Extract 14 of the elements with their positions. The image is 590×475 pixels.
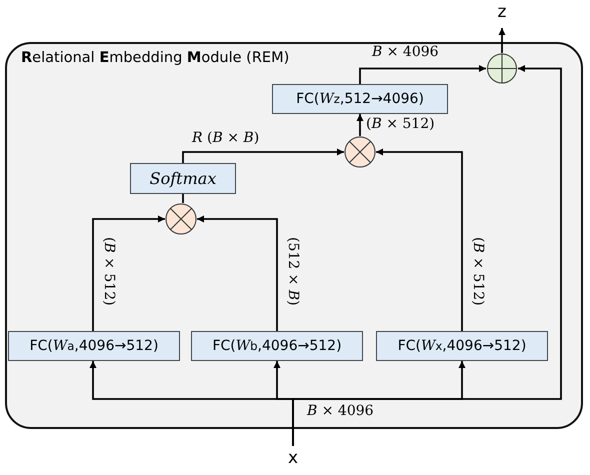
- arrow: [197, 216, 278, 331]
- module-title: Relational Embedding Module (REM): [21, 50, 290, 66]
- arrow: [92, 216, 165, 331]
- module-panel: [5, 42, 583, 429]
- edge-label: R (B × B): [190, 130, 262, 146]
- output-label: z: [493, 0, 511, 24]
- arrow: [376, 148, 463, 331]
- softmax-layer: Softmax: [130, 163, 236, 194]
- arrow: [356, 114, 364, 136]
- arrow: [498, 28, 506, 53]
- arrow: [359, 65, 486, 84]
- arrow: [182, 148, 344, 163]
- connector-line: [182, 194, 184, 203]
- input-label: x: [284, 446, 302, 470]
